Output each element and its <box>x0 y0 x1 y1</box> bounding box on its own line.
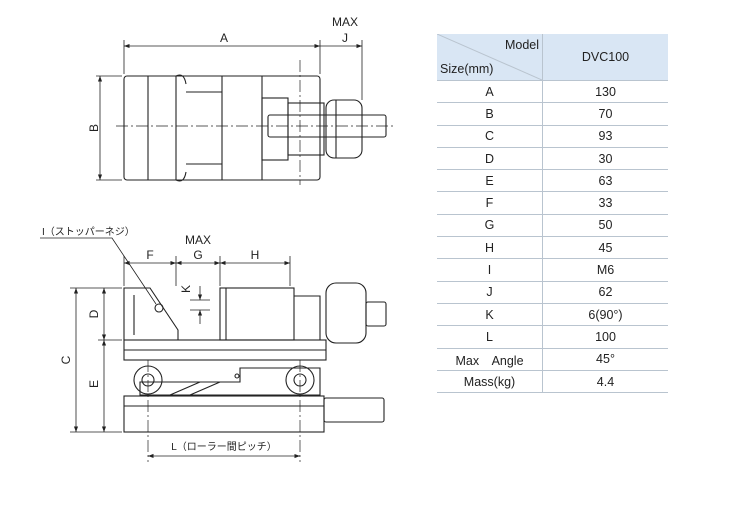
row-key: E <box>437 169 543 193</box>
side-view-dimensions <box>40 237 300 459</box>
dim-label-max-side: MAX <box>185 233 211 247</box>
dim-label-B: B <box>87 124 101 132</box>
dim-label-J: J <box>342 31 348 45</box>
dim-label-C: C <box>59 355 73 364</box>
row-key: I <box>437 258 543 282</box>
header-size-label: Size(mm) <box>440 62 494 76</box>
dim-label-L: L（ローラー間ピッチ） <box>171 441 277 453</box>
row-key: J <box>437 281 543 304</box>
row-key: Mass(kg) <box>437 370 543 394</box>
row-key: A <box>437 80 543 104</box>
spec-table-header: Model Size(mm) DVC100 <box>437 34 668 81</box>
row-key: K <box>437 303 543 327</box>
row-value: 4.4 <box>542 370 668 394</box>
row-key: C <box>437 125 543 148</box>
dim-label-A: A <box>220 31 228 45</box>
dim-label-D: D <box>87 309 101 318</box>
row-value: 93 <box>542 125 668 148</box>
row-value: 45° <box>542 348 668 371</box>
row-value: 6(90°) <box>542 303 668 327</box>
dim-label-G: G <box>193 248 202 262</box>
dim-label-F: F <box>146 248 153 262</box>
row-value: 70 <box>542 102 668 126</box>
row-key: Max Angle <box>437 348 543 371</box>
vise-technical-drawing: A MAX J B <box>40 15 394 462</box>
header-diagonal-divider <box>437 34 542 80</box>
dim-label-H: H <box>251 248 260 262</box>
row-key: B <box>437 102 543 126</box>
table-row: Mass(kg)4.4 <box>437 370 668 394</box>
row-value: M6 <box>542 258 668 282</box>
row-value: 63 <box>542 169 668 193</box>
row-key: D <box>437 147 543 171</box>
row-value: 33 <box>542 191 668 215</box>
row-key: F <box>437 191 543 215</box>
row-key: L <box>437 325 543 349</box>
row-value: 45 <box>542 236 668 260</box>
dim-label-I: I（ストッパーネジ） <box>42 226 135 238</box>
dim-label-max-top: MAX <box>332 15 358 29</box>
row-key: H <box>437 236 543 260</box>
side-view <box>123 282 387 462</box>
row-value: 50 <box>542 214 668 238</box>
header-size-model-cell: Model Size(mm) <box>437 34 543 81</box>
row-value: 62 <box>542 281 668 304</box>
row-value: 130 <box>542 80 668 104</box>
top-view <box>116 60 394 185</box>
row-value: 30 <box>542 147 668 171</box>
header-model-value: DVC100 <box>542 34 668 81</box>
top-view-dimensions <box>96 40 363 181</box>
row-key: G <box>437 214 543 238</box>
dim-label-K: K <box>179 285 193 293</box>
row-value: 100 <box>542 325 668 349</box>
dim-label-E: E <box>87 380 101 388</box>
header-model-label: Model <box>504 38 539 52</box>
